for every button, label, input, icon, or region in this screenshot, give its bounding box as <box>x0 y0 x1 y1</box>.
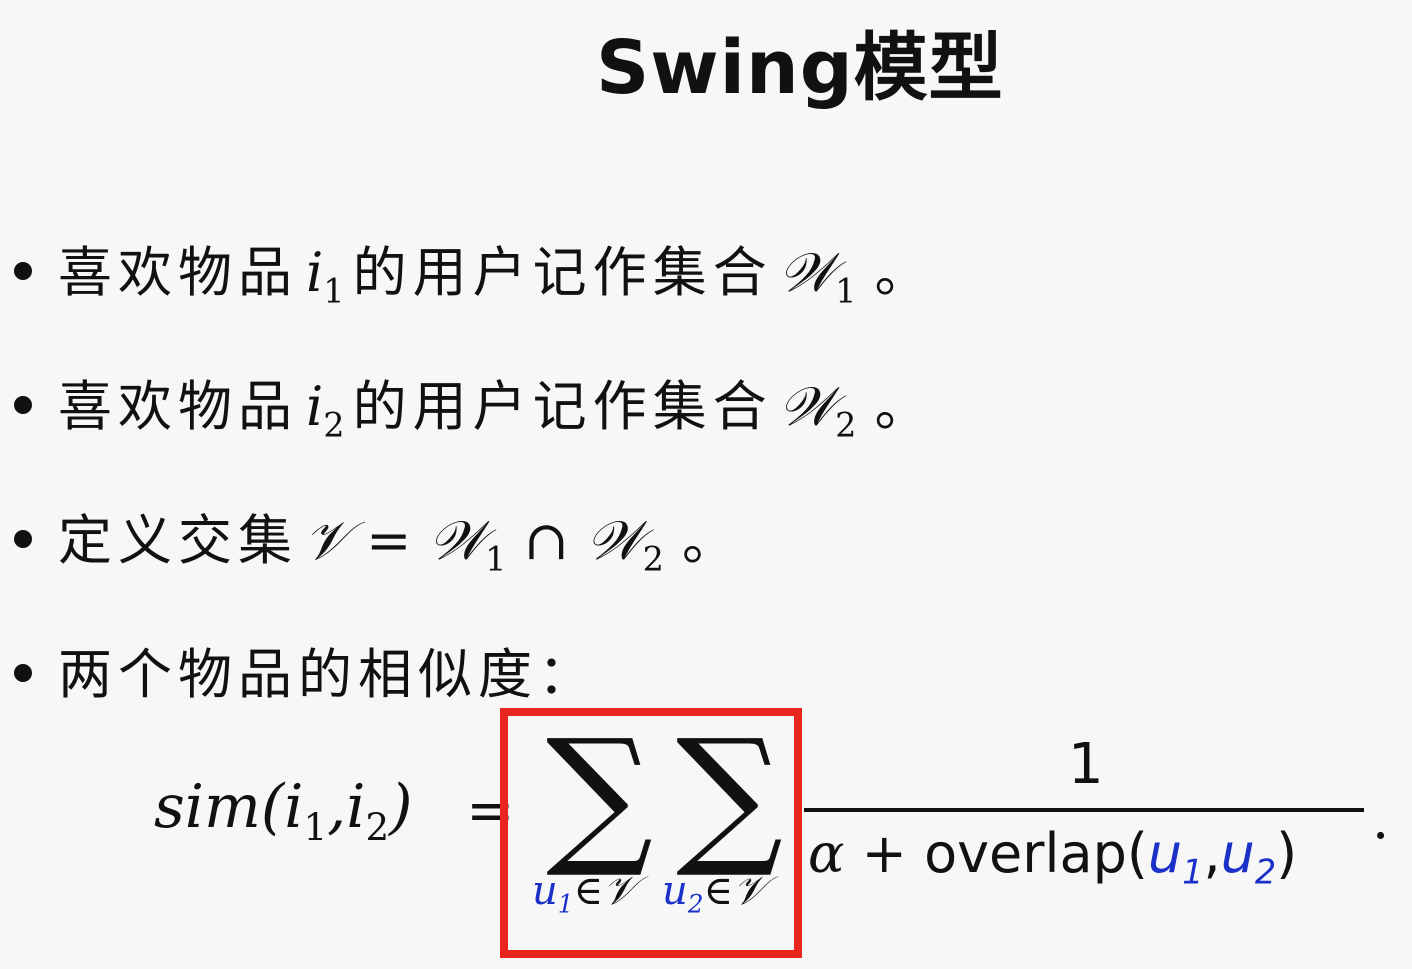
summation-highlight-box <box>500 708 802 958</box>
bullet-dot <box>14 396 32 414</box>
slide-title: Swing模型 <box>596 25 1004 111</box>
summation-symbol: ∑ <box>676 708 784 882</box>
punctuation: 。 <box>681 509 736 572</box>
fraction-denominator: α + overlap(u1,u2) <box>808 822 1298 892</box>
item-variable: i2 <box>306 375 345 445</box>
summation-index: u2∈𝒱 <box>662 868 767 919</box>
bullet-text: 两个物品的相似度： <box>58 643 598 706</box>
summation-index: u1∈𝒱 <box>532 868 637 919</box>
bullet-item: 两个物品的相似度： <box>14 630 598 709</box>
bullet-dot <box>14 664 32 682</box>
bullet-text: 定义交集 <box>58 509 298 572</box>
bullet-text: 喜欢物品 <box>58 241 298 304</box>
summation-symbol: ∑ <box>546 708 654 882</box>
bullet-dot <box>14 530 32 548</box>
set-symbol: 𝒲1 <box>778 241 857 311</box>
bullet-text: 喜欢物品 <box>58 375 298 438</box>
item-variable: i1 <box>306 241 345 311</box>
bullet-text: 的用户记作集合 <box>352 241 773 304</box>
formula-lhs: sim(i1,i2) <box>154 772 413 850</box>
set-symbol: 𝒲2 <box>778 375 857 445</box>
fraction-numerator: 1 <box>1068 732 1104 797</box>
formula-period: . <box>1372 788 1390 851</box>
fraction-bar <box>804 808 1364 812</box>
bullet-text: 的用户记作集合 <box>352 375 773 438</box>
punctuation: 。 <box>874 375 929 438</box>
punctuation: 。 <box>874 241 929 304</box>
bullet-dot <box>14 262 32 280</box>
intersection-expression: 𝒱 = 𝒲1 ∩ 𝒲2 <box>304 509 664 579</box>
